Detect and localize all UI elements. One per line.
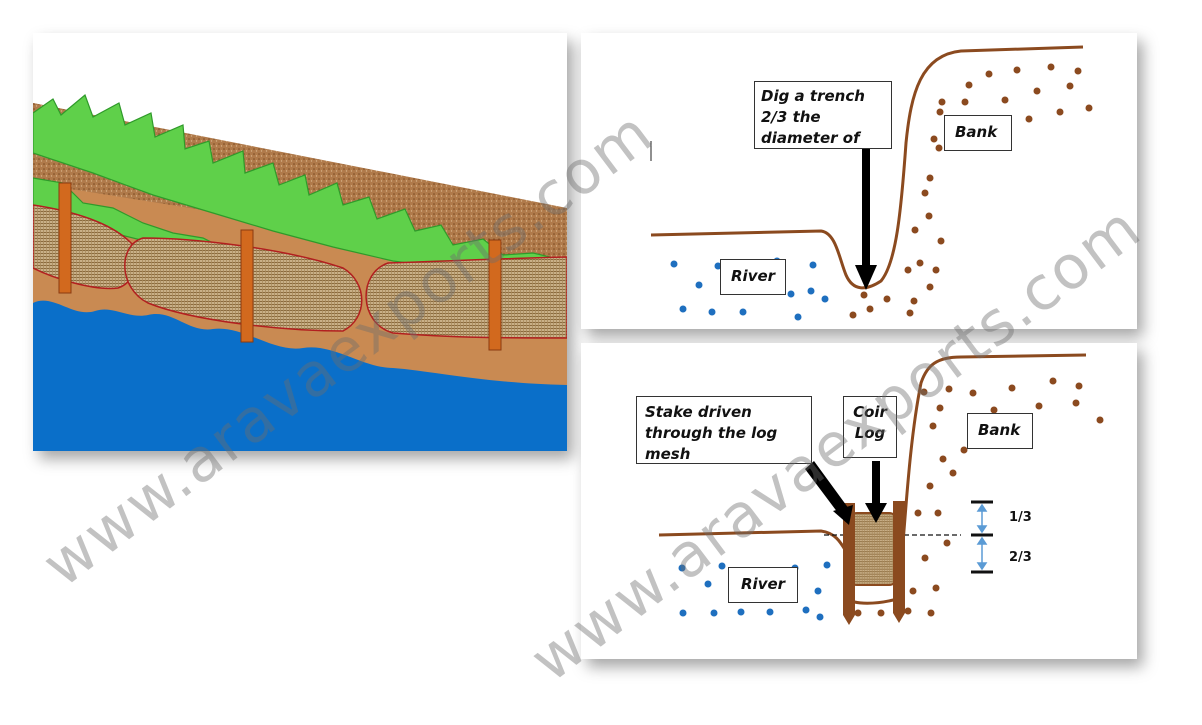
river-label-text: River [731,267,776,285]
coir-log-label-text: Coir Log [853,403,887,442]
measurement-arrows [976,503,988,571]
stake-3 [488,239,502,351]
stakes [58,182,502,351]
measurement-bars [971,500,993,574]
stake-2 [240,229,254,343]
bank-dots [854,377,1104,617]
stake-label-text: Stake driven through the log mesh [645,403,778,463]
stake-right [893,501,905,623]
coir-log-illustration [33,93,567,451]
coir-log-arrow [865,461,887,523]
trench-label-text: Dig a trench 2/3 the diameter of [761,87,865,147]
stakes [843,501,905,625]
coir-log-illustration-panel [33,33,567,451]
bank-label-text: Bank [955,123,998,141]
coir-log-3 [365,256,567,339]
coir-log-install-panel: Stake driven through the log mesh Coir L… [581,343,1137,659]
river-label: River [720,259,786,295]
bank-dots [849,63,1093,319]
river-label-text: River [741,575,786,593]
bank-label: Bank [967,413,1033,449]
trench-label: Dig a trench 2/3 the diameter of [754,81,892,149]
stake-label: Stake driven through the log mesh [636,396,812,464]
trench-diagram [650,45,1093,321]
coir-log-label: Coir Log [843,396,897,458]
coir-log [848,512,898,586]
bank-label-text: Bank [978,421,1021,439]
stake-left [843,503,855,625]
measure-lower-label: 2/3 [1009,550,1032,565]
stake-arrow [805,461,853,525]
water-shape [33,300,567,451]
coir-log-shapes [33,204,567,339]
stake-1 [58,182,72,294]
river-label: River [728,567,798,603]
down-arrow [855,147,877,290]
coir-log-install-diagram [658,353,1104,625]
ground-profile [650,45,1084,290]
bank-label: Bank [944,115,1012,151]
measure-upper-label: 1/3 [1009,510,1032,525]
trench-diagram-panel: Dig a trench 2/3 the diameter of Bank Ri… [581,33,1137,329]
